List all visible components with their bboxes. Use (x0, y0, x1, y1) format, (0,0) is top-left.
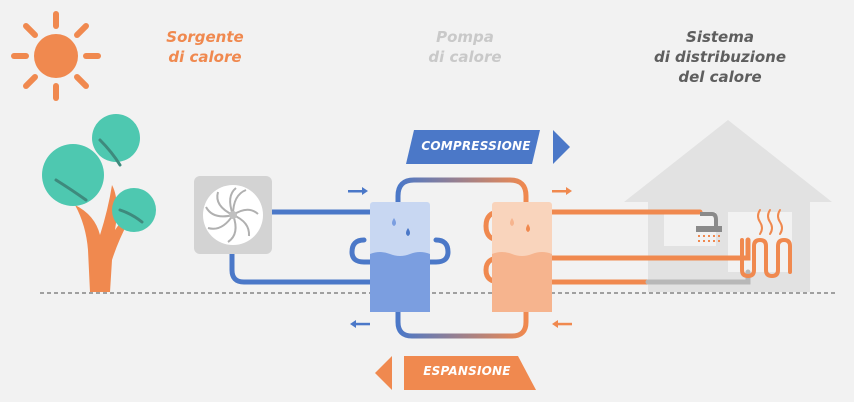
flow-arrow-out-right (552, 187, 572, 195)
label-heat-pump: Pompa di calore (390, 27, 540, 67)
sun-icon (11, 11, 101, 101)
label-distribution-line-1: Sistema (686, 28, 754, 46)
tree-icon (42, 114, 156, 292)
compression-banner (406, 130, 570, 164)
label-heat-source: Sorgente di calore (130, 27, 280, 67)
flow-arrow-in-left (348, 187, 368, 195)
shower-icon (696, 212, 722, 242)
fan-unit-icon (194, 176, 272, 254)
flow-arrow-out-left (350, 320, 370, 328)
flow-arrow-in-right (552, 320, 572, 328)
label-heat-source-line-1: Sorgente (166, 28, 244, 46)
label-heat-pump-line-2: di calore (428, 48, 502, 66)
label-heat-source-line-2: di calore (168, 48, 242, 66)
source-pipe-loop (229, 209, 383, 285)
expansion-banner (375, 356, 536, 390)
label-distribution-system: Sistema di distribuzione del calore (630, 27, 810, 87)
radiator-icon (740, 209, 792, 279)
label-heat-pump-line-1: Pompa (436, 28, 494, 46)
label-distribution-line-2: di distribuzione (653, 48, 787, 66)
compression-pipe (395, 177, 529, 205)
evaporator-icon (370, 202, 430, 312)
house-icon (624, 120, 832, 292)
compression-label: COMPRESSIONE (421, 139, 531, 153)
condenser-icon (492, 202, 552, 312)
expansion-label: ESPANSIONE (423, 364, 511, 378)
label-distribution-line-3: del calore (678, 68, 762, 86)
expansion-pipe (395, 309, 529, 339)
